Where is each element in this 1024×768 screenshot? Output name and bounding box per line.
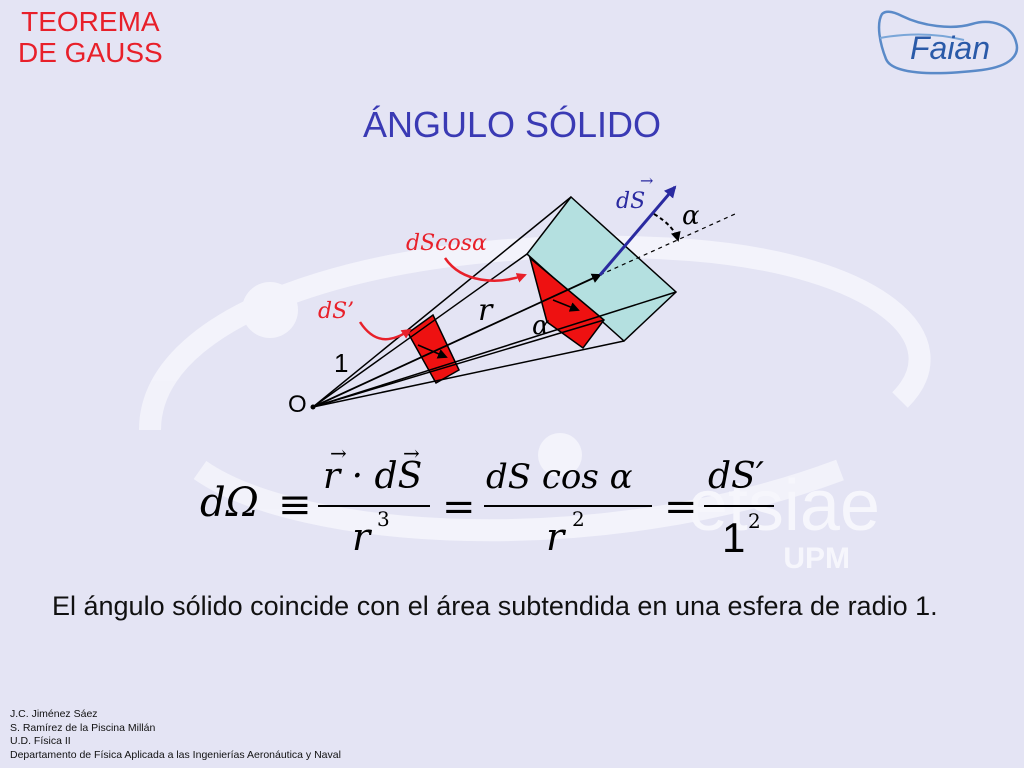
formula-den3: 1 [722,514,745,561]
unit-patch-arrow [417,344,448,359]
credit-department: Departamento de Física Aplicada a las In… [10,748,341,761]
alpha-label-near: α [532,311,550,341]
dS-vector-label: dS [616,189,645,214]
dScos-label: dScosα [406,231,487,256]
formula-den1: r [352,515,373,559]
credit-author-2: S. Ramírez de la Piscina Millán [10,721,156,734]
formula-lhs: dΩ [200,480,259,526]
dSprime-label: dS’ [318,299,354,324]
watermark-subtext: UPM [783,542,850,575]
alpha-arc-top [653,213,681,242]
watermark-dot [538,433,582,477]
formula-den3-exp: 2 [748,509,761,533]
unit-radius-label: 1 [334,348,348,378]
watermark-swoosh [193,459,844,542]
topic-line-2: DE GAUSS [18,37,163,68]
r-extension-dashed [599,213,736,276]
solid-angle-statement: El ángulo sólido coincide con el área su… [52,591,938,621]
cone-edges [312,196,677,408]
dSprime-pointer [358,321,412,341]
formula-den1-exp: 3 [377,507,390,531]
formula-num1: r · dS [323,456,422,497]
unit-sphere-surface-dSprime [407,313,460,385]
formula-den2-exp: 2 [572,507,585,531]
dScos-pointer [443,257,527,283]
topic-line-1: TEOREMA [21,6,160,37]
formula-eq1: = [442,484,476,530]
formula-num3: dS′ [708,456,764,497]
solid-angle-formula: dΩ ≡ r · dS → → r 3 = dS cos α r 2 = dS′… [200,441,774,561]
logo-text: Faian [910,30,990,66]
normal-vector-dS [598,185,677,276]
credit-unit: U.D. Física II [10,735,71,747]
formula-equiv: ≡ [278,482,312,528]
slide-title: ÁNGULO SÓLIDO [362,104,662,145]
dS-vector-arrow-symbol: → [640,171,653,190]
patch-normal-arrow [552,299,580,312]
faian-logo: Faian [877,10,1019,75]
topic-heading: TEOREMA DE GAUSS [18,6,163,68]
r-vector [312,273,602,408]
watermark-dot [242,282,298,338]
origin-label: O [288,391,307,418]
origin-point [310,404,316,410]
formula-vec-arrow-dS: → [403,441,420,465]
credits: J.C. Jiménez Sáez S. Ramírez de la Pisci… [10,708,341,762]
formula-eq2: = [664,484,698,530]
credit-author-1: J.C. Jiménez Sáez [10,708,98,720]
r-label: r [478,293,494,328]
alpha-label-far: α [682,201,700,231]
formula-num2: dS cos α [486,457,633,497]
formula-vec-arrow-r: → [330,441,347,465]
formula-den2: r [546,515,567,559]
